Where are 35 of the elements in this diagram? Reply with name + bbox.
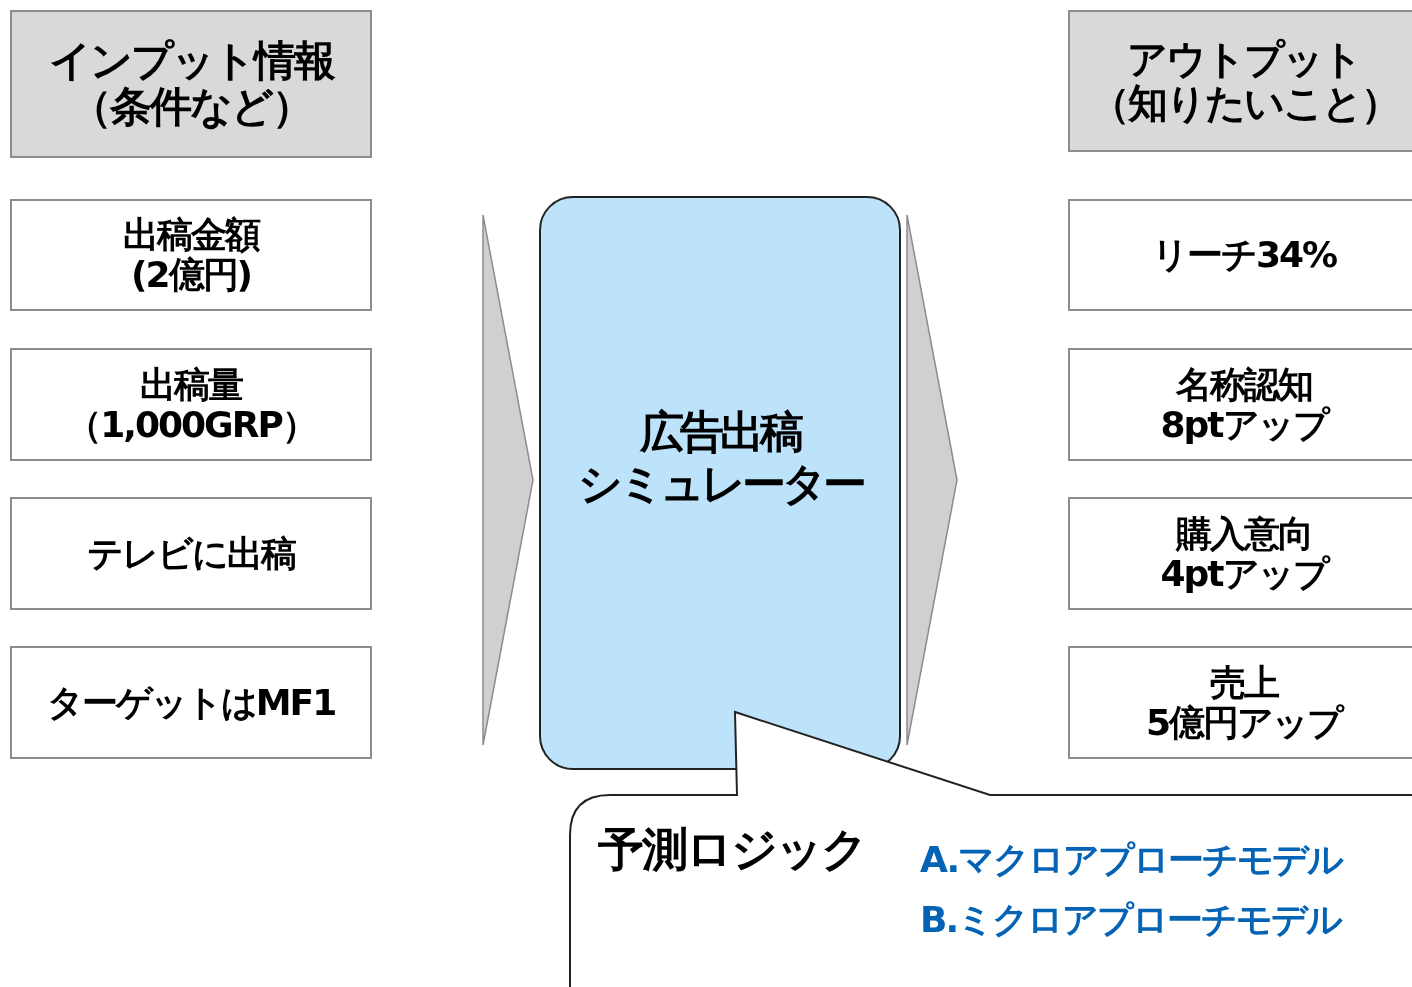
item-text: 4ptアップ xyxy=(1160,553,1328,594)
header-text: アウトプット xyxy=(1127,37,1361,81)
item-text: テレビに出稿 xyxy=(87,533,295,574)
chevron-arrow xyxy=(482,214,534,746)
callout-title: 予測ロジック xyxy=(598,824,866,875)
model-text: A.マクロアプローチモデル xyxy=(920,840,1343,880)
header-box xyxy=(1068,10,1412,152)
header-text: （条件など） xyxy=(70,84,312,131)
header-text: インプット情報 xyxy=(48,37,334,84)
item-box xyxy=(10,348,372,461)
item-box xyxy=(1068,646,1412,759)
item-text: ターゲットはMF1 xyxy=(46,682,336,723)
item-box xyxy=(1068,497,1412,610)
item-box xyxy=(1068,348,1412,461)
item-text: 購入意向 xyxy=(1176,513,1312,554)
item-text: 5億円アップ xyxy=(1145,702,1343,743)
item-text: （1,000GRP） xyxy=(66,404,316,445)
item-text: 売上 xyxy=(1210,662,1278,703)
model-text: B.ミクロアプローチモデル xyxy=(920,900,1342,940)
item-text: リーチ34% xyxy=(1151,235,1337,275)
item-text: 8ptアップ xyxy=(1160,404,1328,445)
item-box xyxy=(10,199,372,311)
header-text: （知りたいこと） xyxy=(1089,81,1399,125)
item-text: 出稿金額 xyxy=(123,215,259,255)
item-box xyxy=(10,497,372,610)
item-text: 名称認知 xyxy=(1176,364,1312,405)
simulator-box xyxy=(539,196,901,770)
item-box xyxy=(1068,199,1412,311)
chevron-arrow xyxy=(906,214,958,746)
item-text: (2億円) xyxy=(131,255,251,295)
simulator-label: シミュレーター xyxy=(577,460,863,509)
item-box xyxy=(10,646,372,759)
item-text: 出稿量 xyxy=(140,364,242,405)
header-box xyxy=(10,10,372,158)
simulator-label: 広告出稿 xyxy=(640,407,800,456)
